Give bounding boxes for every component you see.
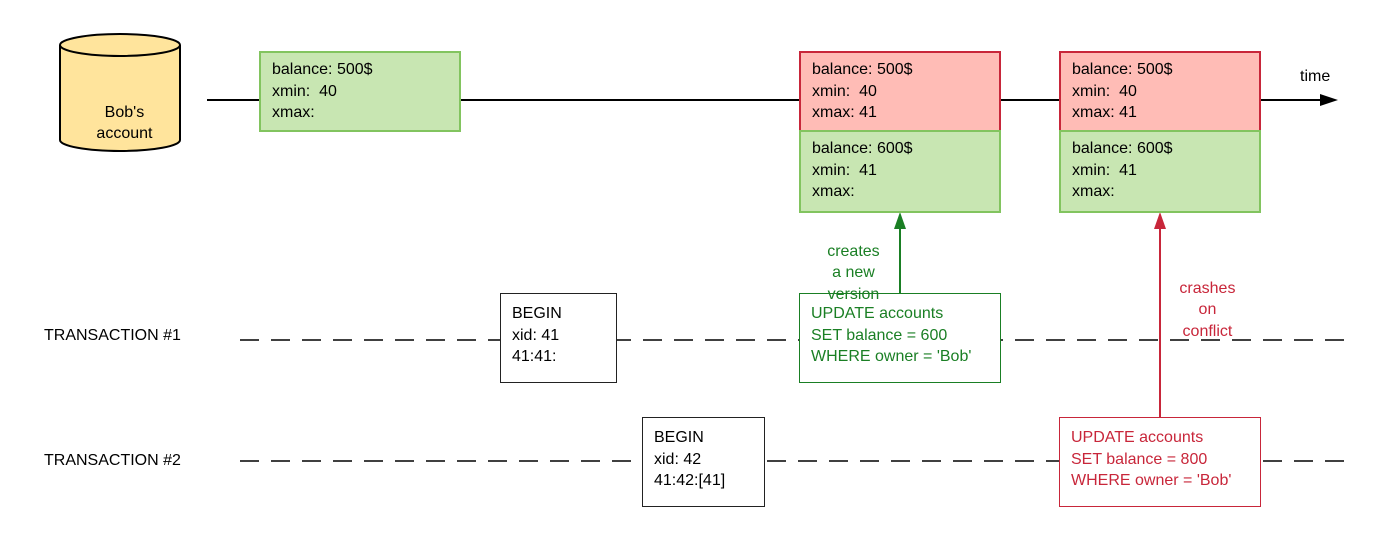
row-version-old-2: balance: 500$ xmin: 40 xmax: 41	[1059, 51, 1261, 132]
database-cylinder-icon	[59, 33, 181, 152]
transaction-1-label: TRANSACTION #1	[44, 327, 181, 344]
row-version-new-1: balance: 600$ xmin: 41 xmax:	[799, 130, 1001, 213]
creates-version-annotation: creates a new version	[827, 242, 880, 303]
database-label: Bob's account	[96, 103, 153, 143]
transaction-2-label: TRANSACTION #2	[44, 452, 181, 469]
row-version-new-2: balance: 600$ xmin: 41 xmax:	[1059, 130, 1261, 213]
t1-begin-box: BEGIN xid: 41 41:41:	[500, 293, 617, 383]
creates-version-arrow	[894, 212, 906, 293]
t2-begin-box: BEGIN xid: 42 41:42:[41]	[642, 417, 765, 507]
t1-update-box: UPDATE accounts SET balance = 600 WHERE …	[799, 293, 1001, 383]
timeline-label: time	[1300, 68, 1331, 85]
timeline-arrowhead-icon	[1320, 94, 1338, 106]
t2-update-box: UPDATE accounts SET balance = 800 WHERE …	[1059, 417, 1261, 507]
row-version-old-1: balance: 500$ xmin: 40 xmax: 41	[799, 51, 1001, 132]
conflict-arrow	[1154, 212, 1166, 417]
row-version-initial: balance: 500$ xmin: 40 xmax:	[259, 51, 461, 132]
conflict-annotation: crashes on conflict	[1179, 279, 1236, 340]
